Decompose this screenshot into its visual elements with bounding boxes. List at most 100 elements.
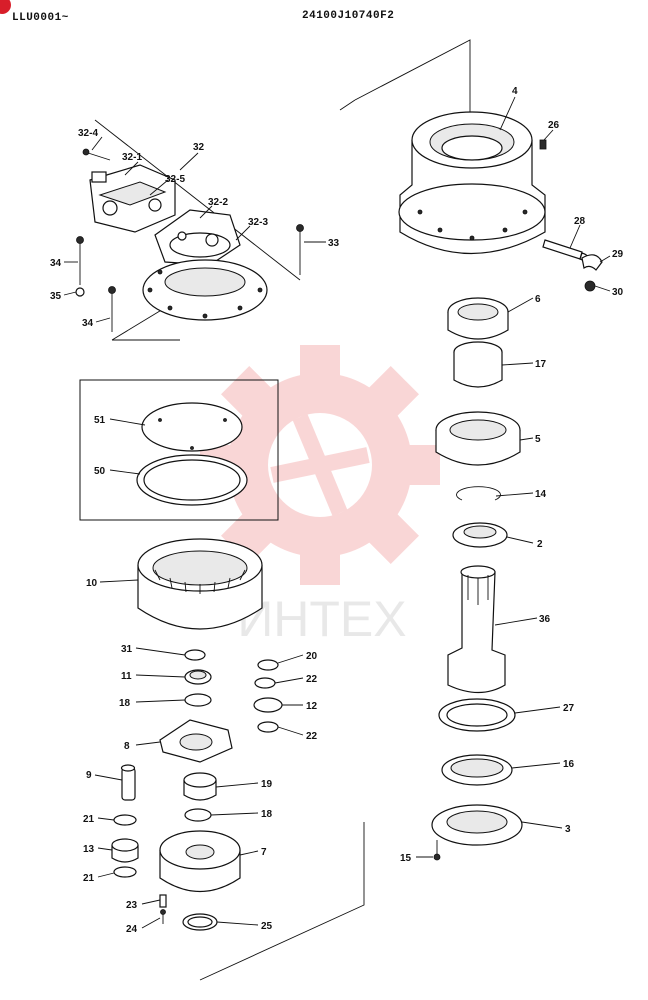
leader-line [135, 674, 186, 678]
leader-line [501, 362, 534, 366]
callout-number: 10 [86, 578, 98, 589]
callout-27: 27 [514, 703, 575, 714]
leader-line [235, 225, 251, 241]
carrier-7 [159, 830, 241, 893]
callout-number: 9 [86, 770, 92, 781]
leader-line [94, 774, 123, 781]
callout-21-bottom: 21 [83, 872, 115, 884]
leader-line [210, 812, 259, 816]
callout-number: 51 [94, 415, 106, 426]
washer-21-bottom [113, 866, 137, 878]
oil-seal-16 [441, 754, 513, 786]
plug-26 [539, 139, 547, 150]
ring-50 [136, 454, 248, 506]
callout-33: 33 [304, 238, 340, 249]
callout-12: 12 [282, 701, 318, 712]
callout-35: 35 [50, 291, 77, 302]
callout-number: 34 [50, 258, 62, 269]
bolt-32-4 [82, 148, 111, 161]
leader-line [569, 224, 581, 249]
leader-line [141, 917, 161, 929]
callout-number: 5 [535, 434, 541, 445]
callout-number: 12 [306, 701, 318, 712]
callout-number: 33 [328, 238, 340, 249]
callout-4: 4 [499, 86, 518, 131]
callout-13: 13 [83, 844, 113, 855]
callout-32-1: 32-1 [122, 152, 142, 176]
callout-number: 32-4 [78, 128, 98, 139]
callout-29: 29 [599, 249, 624, 263]
leader-line [141, 899, 161, 905]
leader-line [149, 179, 169, 196]
elbow-29 [581, 254, 603, 271]
leader-line [599, 255, 611, 263]
callout-34-bottom: 34 [82, 317, 111, 329]
callout-18-top: 18 [119, 698, 186, 709]
planet-gear-13 [111, 838, 139, 863]
callout-22-bottom: 22 [277, 726, 318, 742]
callout-number: 26 [548, 120, 560, 131]
callout-number: 32-3 [248, 217, 268, 228]
callout-22-top: 22 [274, 674, 318, 685]
collar-2 [452, 522, 508, 548]
callout-number: 32-5 [165, 174, 185, 185]
leader-line [514, 706, 561, 714]
callout-21-top: 21 [83, 814, 115, 825]
callout-14: 14 [495, 489, 547, 500]
gasket-51 [141, 402, 243, 452]
callout-36: 36 [494, 614, 551, 626]
callout-2: 2 [506, 536, 543, 550]
pinion-shaft-36 [447, 565, 506, 694]
callout-number: 32-1 [122, 152, 142, 163]
leader-line [216, 921, 259, 926]
seal-kit-frame [79, 379, 279, 521]
leader-line [135, 699, 186, 703]
leader-line [97, 847, 113, 851]
reduction-housing-4 [398, 111, 546, 254]
leader-line [277, 654, 304, 664]
leader-line [97, 872, 115, 878]
sun-gear-19 [183, 772, 217, 801]
leader-line [215, 782, 259, 788]
callout-25: 25 [216, 921, 273, 932]
callout-number: 16 [563, 759, 575, 770]
callout-number: 27 [563, 703, 575, 714]
callout-32-2: 32-2 [199, 197, 228, 219]
leader-line [507, 297, 534, 313]
callout-8: 8 [124, 741, 161, 752]
hydraulic-motor-body [154, 209, 241, 266]
callout-50: 50 [94, 466, 141, 477]
leader-line [521, 821, 563, 829]
hydraulic-motor-valve-32-1 [89, 164, 176, 233]
callout-number: 19 [261, 779, 273, 790]
callout-number: 6 [535, 294, 541, 305]
drawing-number: 24100J10740F2 [302, 10, 395, 22]
callout-number: 36 [539, 614, 551, 625]
spacer-17 [453, 341, 503, 388]
bearing-5 [435, 411, 521, 466]
callout-6: 6 [507, 294, 541, 313]
snap-ring-25 [182, 913, 218, 931]
leader-line [97, 817, 115, 821]
callout-number: 30 [612, 287, 624, 298]
leader-line [99, 579, 139, 583]
callout-20: 20 [277, 651, 318, 664]
planet-gear-assembly [159, 649, 283, 763]
callout-number: 25 [261, 921, 273, 932]
leader-line [63, 291, 77, 296]
callout-number: 31 [121, 644, 133, 655]
leader-line [95, 317, 111, 323]
callout-number: 32-2 [208, 197, 228, 208]
callout-number: 8 [124, 741, 130, 752]
callout-number: 23 [126, 900, 138, 911]
callout-19: 19 [215, 779, 273, 790]
callout-number: 34 [82, 318, 94, 329]
callout-number: 18 [261, 809, 273, 820]
thrust-washer-18 [184, 808, 212, 822]
washer-21-top [113, 814, 137, 826]
callout-7: 7 [239, 847, 267, 858]
pin-9 [120, 764, 136, 801]
callout-10: 10 [86, 578, 139, 589]
pin-23 [159, 894, 167, 908]
